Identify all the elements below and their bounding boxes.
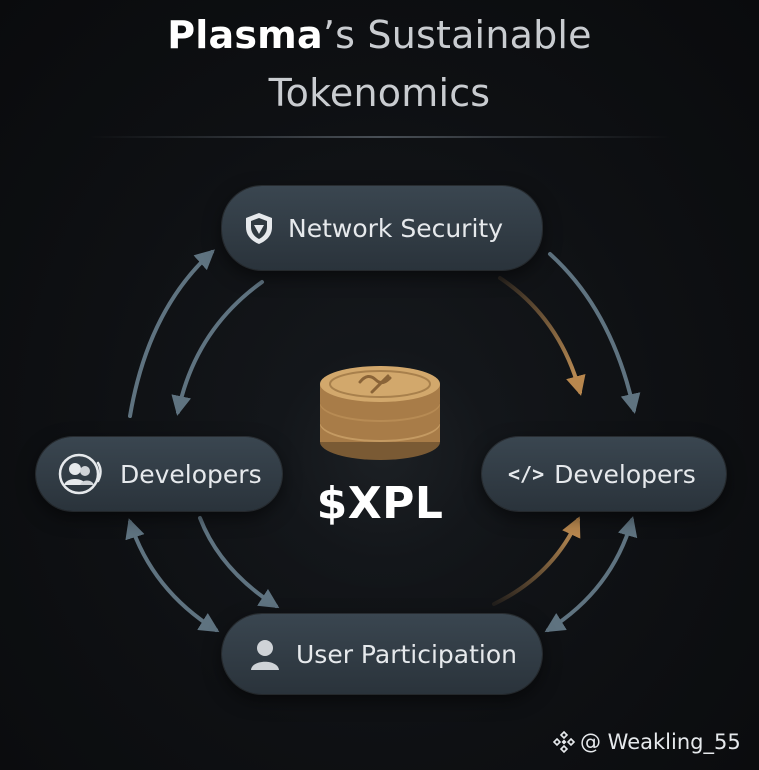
arrow-top-to-right-outer (550, 254, 634, 410)
arrow-top-to-right-gold (500, 278, 580, 392)
node-developers-right: </> Developers (482, 437, 726, 511)
code-icon: </> (508, 462, 544, 486)
coin-stack-icon (320, 366, 440, 460)
node-developers-left: Developers (36, 437, 282, 511)
arrow-bottom-to-right-gold (494, 520, 578, 604)
shield-icon (244, 211, 274, 245)
node-developers-right-label: Developers (554, 460, 696, 489)
node-user-participation: User Participation (222, 614, 542, 694)
watermark-text: @ Weakling_55 (580, 730, 741, 754)
watermark: @ Weakling_55 (552, 730, 741, 754)
node-network-security: Network Security (222, 186, 542, 270)
arrow-top-to-left-inner (178, 282, 262, 412)
users-icon (58, 453, 106, 495)
node-user-participation-label: User Participation (296, 640, 517, 669)
arrow-bottom-right-outer (548, 520, 632, 630)
arrow-left-bottom-outer (130, 522, 216, 630)
node-network-security-label: Network Security (288, 214, 503, 243)
token-label: $XPL (280, 478, 480, 529)
user-icon (248, 637, 282, 671)
node-developers-left-label: Developers (120, 460, 262, 489)
arrow-left-to-top-outer (130, 252, 212, 416)
binance-logo-icon (552, 730, 576, 754)
arrow-left-to-bottom-inner (200, 518, 276, 606)
